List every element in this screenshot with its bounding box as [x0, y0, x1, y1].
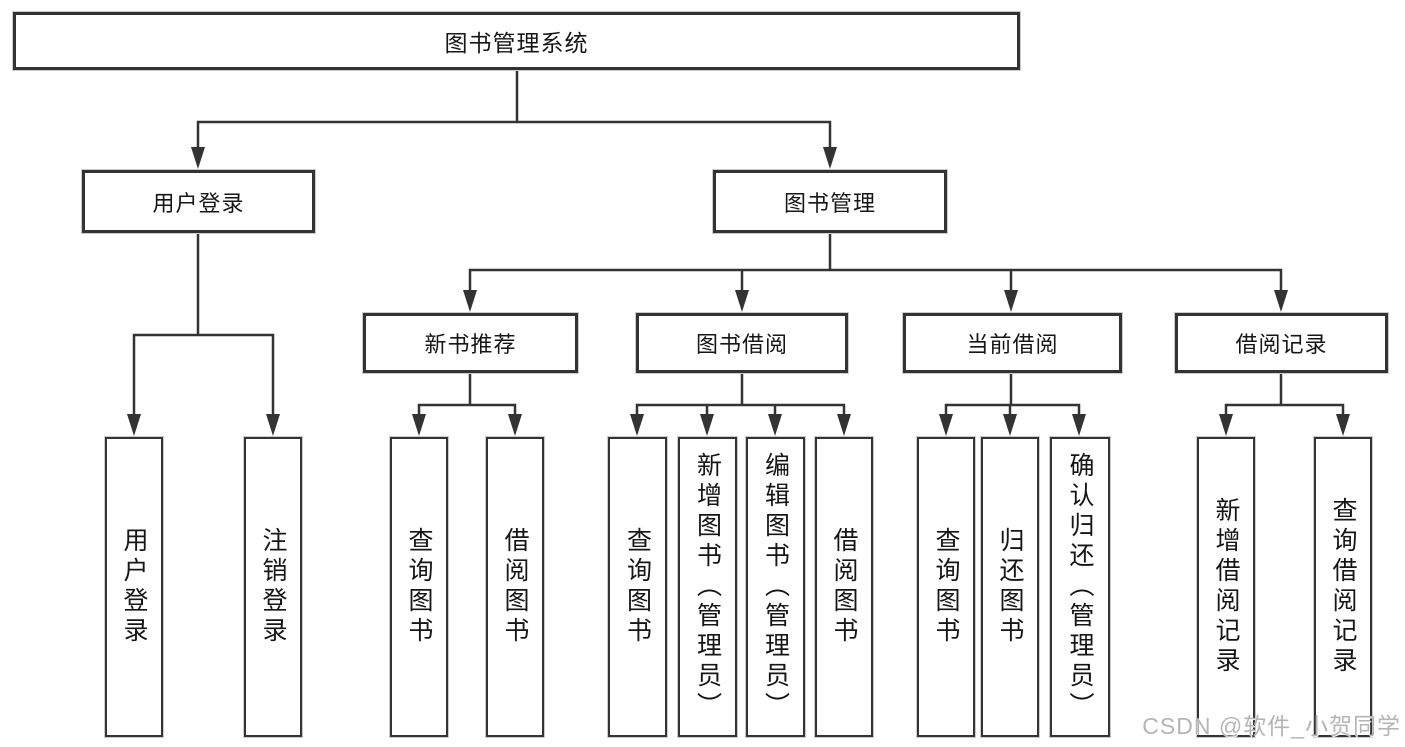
- leaf-node-logout: 注销登录: [244, 437, 302, 737]
- leaf-node-query-books-recommend: 查询图书: [390, 437, 448, 737]
- branch-node-label: 图书管理: [783, 190, 876, 216]
- leaf-node-query-borrow-record: 查询借阅记录: [1314, 437, 1372, 737]
- arrowhead-down-icon: [735, 290, 749, 312]
- module-node-current-borrow: 当前借阅: [903, 313, 1122, 373]
- leaf-node-query-books-borrow: 查询图书: [608, 437, 667, 737]
- arrowhead-down-icon: [266, 414, 280, 436]
- arrowhead-down-icon: [1004, 290, 1018, 312]
- arrowhead-down-icon: [823, 147, 837, 169]
- arrowhead-down-icon: [127, 414, 141, 436]
- arrowhead-down-icon: [463, 290, 477, 312]
- leaf-node-confirm-return-admin: 确认归还（管理员）: [1050, 437, 1110, 737]
- arrowhead-down-icon: [630, 414, 644, 436]
- arrowhead-down-icon: [768, 414, 782, 436]
- module-node-label: 借阅记录: [1235, 332, 1328, 357]
- module-node-book-borrow: 图书借阅: [636, 313, 848, 373]
- arrowhead-down-icon: [412, 414, 426, 436]
- leaf-node-label: 查询图书: [405, 527, 433, 647]
- arrowhead-down-icon: [939, 414, 953, 436]
- leaf-node-label: 编辑图书（管理员）: [761, 452, 790, 722]
- leaf-node-query-books-current: 查询图书: [917, 437, 975, 737]
- leaf-node-user-login: 用户登录: [105, 437, 163, 737]
- module-node-label: 新书推荐: [424, 332, 517, 357]
- arrowhead-down-icon: [191, 147, 205, 169]
- leaf-node-add-borrow-record: 新增借阅记录: [1197, 437, 1255, 737]
- leaf-node-label: 新增图书（管理员）: [693, 452, 722, 722]
- module-node-label: 当前借阅: [966, 332, 1059, 357]
- leaf-node-label: 查询图书: [932, 527, 960, 647]
- arrowhead-down-icon: [1219, 414, 1233, 436]
- leaf-node-label: 新增借阅记录: [1212, 497, 1240, 677]
- csdn-watermark: CSDN @软件_小贺同学: [1142, 713, 1401, 739]
- arrowhead-down-icon: [837, 414, 851, 436]
- root-node-library-system: 图书管理系统: [13, 12, 1020, 70]
- leaf-node-edit-books-admin: 编辑图书（管理员）: [746, 437, 805, 737]
- root-node-label: 图书管理系统: [444, 30, 589, 56]
- branch-node-user-login: 用户登录: [82, 170, 315, 233]
- leaf-node-label: 借阅图书: [830, 527, 858, 647]
- arrowhead-down-icon: [1336, 414, 1350, 436]
- leaf-node-borrow-books-recommend: 借阅图书: [486, 437, 544, 737]
- arrowhead-down-icon: [1072, 414, 1086, 436]
- arrowhead-down-icon: [1274, 290, 1288, 312]
- branch-node-book-management: 图书管理: [713, 170, 947, 233]
- leaf-node-label: 确认归还（管理员）: [1066, 452, 1094, 722]
- module-node-label: 图书借阅: [695, 332, 788, 357]
- arrowhead-down-icon: [508, 414, 522, 436]
- leaf-node-return-books: 归还图书: [981, 437, 1039, 737]
- leaf-node-label: 查询借阅记录: [1329, 497, 1357, 677]
- branch-node-label: 用户登录: [152, 190, 245, 216]
- leaf-node-add-books-admin: 新增图书（管理员）: [678, 437, 737, 737]
- arrowhead-down-icon: [1003, 414, 1017, 436]
- leaf-node-label: 归还图书: [996, 527, 1024, 647]
- leaf-node-borrow-books: 借阅图书: [815, 437, 873, 737]
- leaf-node-label: 注销登录: [259, 527, 287, 647]
- arrowhead-down-icon: [700, 414, 714, 436]
- leaf-node-label: 用户登录: [120, 527, 148, 647]
- leaf-node-label: 查询图书: [623, 527, 652, 647]
- leaf-node-label: 借阅图书: [501, 527, 529, 647]
- module-node-new-book-recommend: 新书推荐: [363, 313, 578, 373]
- module-node-borrow-records: 借阅记录: [1175, 313, 1388, 373]
